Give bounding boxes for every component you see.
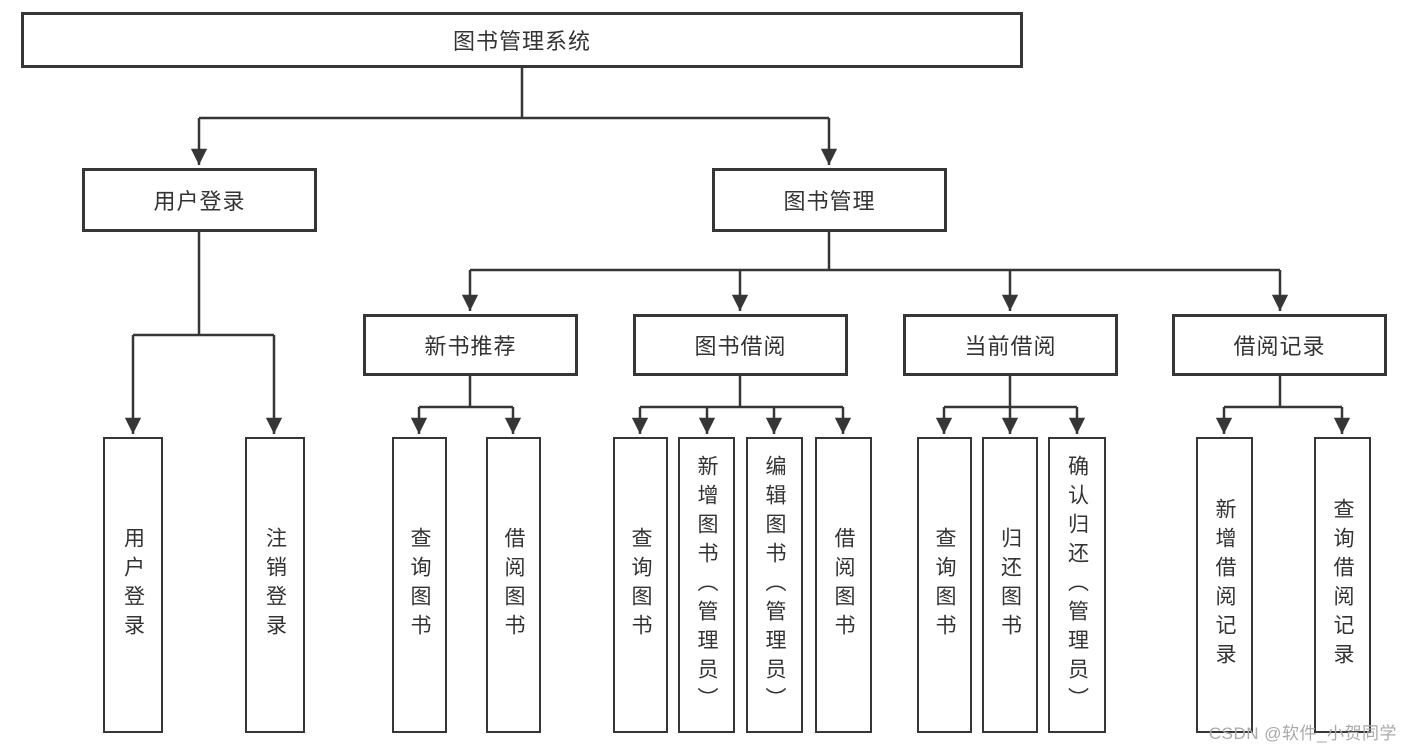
connector-root-to-level2 (190, 68, 838, 165)
leaf-logout: 注销登录 (245, 437, 305, 733)
node-book-borrow: 图书借阅 (633, 314, 848, 376)
node-book-management-label: 图书管理 (783, 189, 876, 214)
leaf-add-borrow-record: 新增借阅记录 (1196, 437, 1253, 733)
node-current-borrow: 当前借阅 (903, 314, 1118, 376)
leaf-edit-books-admin: 编辑图书（管理员） (746, 437, 803, 733)
node-new-book-recommend-label: 新书推荐 (424, 334, 517, 359)
leaf-add-books-admin: 新增图书（管理员） (678, 437, 735, 733)
leaf-borrow-books: 借阅图书 (815, 437, 872, 733)
connector-record-leaves (1215, 376, 1351, 434)
node-new-book-recommend: 新书推荐 (363, 314, 578, 376)
leaf-return-books: 归还图书 (982, 437, 1038, 733)
leaf-query-books-current: 查询图书 (917, 437, 972, 733)
leaf-query-books-newrec: 查询图书 (392, 437, 447, 733)
connector-newrec-leaves (410, 376, 522, 434)
connector-login-leaves (124, 232, 283, 434)
leaf-user-login: 用户登录 (103, 437, 163, 733)
node-borrow-records: 借阅记录 (1172, 314, 1387, 376)
node-user-login: 用户登录 (82, 168, 317, 232)
node-borrow-records-label: 借阅记录 (1233, 334, 1326, 359)
connector-current-leaves (935, 376, 1086, 434)
leaf-borrow-books-newrec: 借阅图书 (486, 437, 541, 733)
node-current-borrow-label: 当前借阅 (964, 334, 1057, 359)
leaf-query-borrow-record: 查询借阅记录 (1314, 437, 1371, 733)
node-book-borrow-label: 图书借阅 (694, 334, 787, 359)
node-system-root: 图书管理系统 (21, 12, 1023, 68)
node-user-login-label: 用户登录 (153, 189, 246, 214)
leaf-query-books-borrow: 查询图书 (613, 437, 668, 733)
connector-borrow-leaves (631, 376, 852, 434)
csdn-watermark: CSDN @软件_小贺同学 (1208, 724, 1397, 743)
node-book-management: 图书管理 (712, 168, 947, 232)
node-system-root-label: 图书管理系统 (452, 29, 591, 54)
connector-mgmt-to-level3 (461, 232, 1289, 311)
leaf-confirm-return-admin: 确认归还（管理员） (1048, 437, 1106, 733)
